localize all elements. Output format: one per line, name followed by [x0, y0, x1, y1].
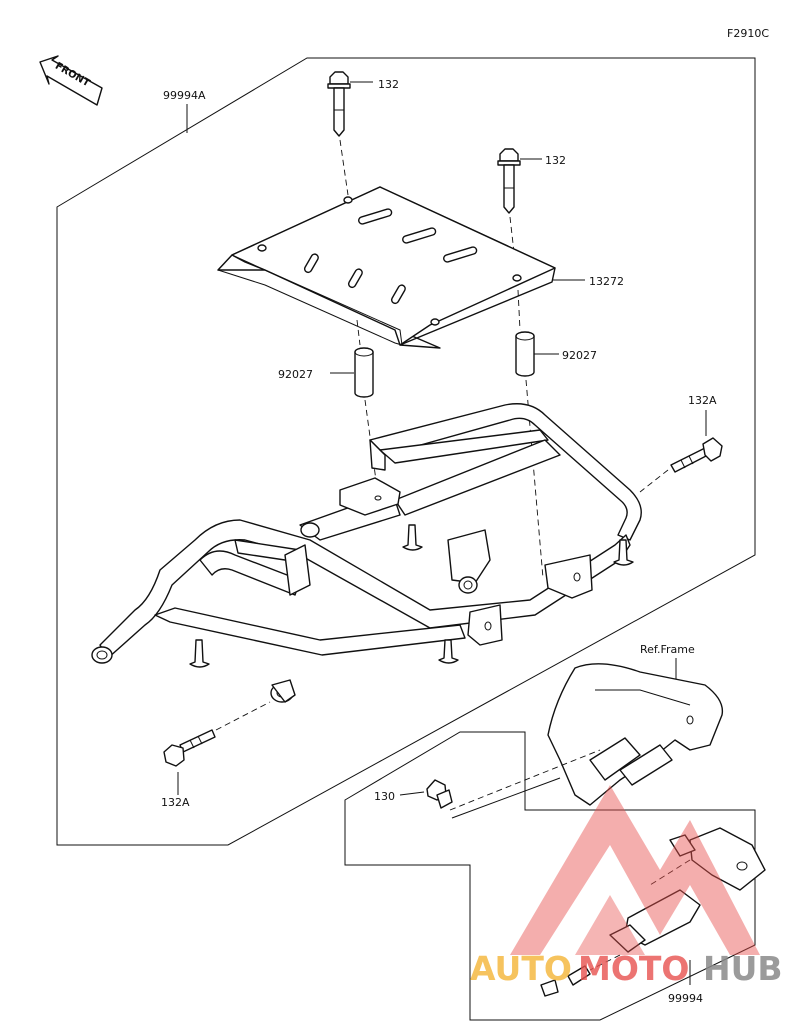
callout-99994A: 99994A [163, 89, 206, 102]
kit-boundary-99994A [56, 57, 756, 846]
ref-frame-section [547, 663, 724, 806]
bracket-assembly-99994 [540, 827, 766, 997]
bolt-132-left [327, 71, 351, 137]
callout-132A-left: 132A [161, 796, 190, 809]
callout-13272: 13272 [589, 275, 624, 288]
carrier-frame [91, 403, 642, 703]
watermark-logo [510, 785, 760, 955]
callout-92027-right: 92027 [562, 349, 597, 362]
front-arrow-icon: FRONT [39, 55, 103, 106]
spacer-92027-right [515, 331, 535, 377]
callout-132-left: 132 [378, 78, 399, 91]
bolt-132A-left [163, 729, 216, 767]
bolt-132-right [497, 148, 521, 214]
ref-frame-label: Ref.Frame [640, 643, 695, 656]
callout-92027-left: 92027 [278, 368, 313, 381]
watermark-text-hub: HUB [703, 949, 783, 988]
spacer-92027-left [354, 347, 374, 398]
callout-130: 130 [374, 790, 395, 803]
bracket-plate-13272 [217, 186, 556, 349]
kit-boundary-99994 [344, 731, 756, 1021]
callout-132A-right: 132A [688, 394, 717, 407]
figure-code: F2910C [727, 27, 769, 40]
bolt-130 [426, 779, 453, 809]
bolt-132A-right [670, 437, 723, 473]
callout-99994: 99994 [668, 992, 703, 1005]
callout-132-right: 132 [545, 154, 566, 167]
watermark-triangle-icon [510, 785, 760, 955]
watermark-text-moto: MOTO [578, 949, 689, 988]
watermark-text-auto: AUTO [470, 949, 572, 988]
